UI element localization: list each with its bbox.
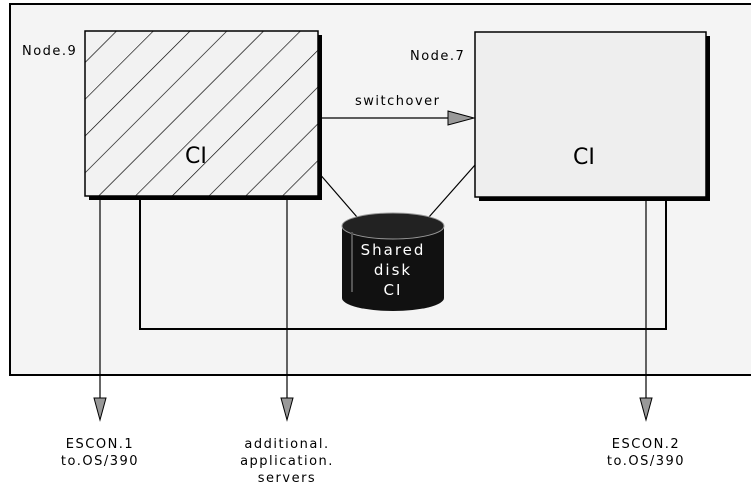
- escon-1-line-2: to.OS/390: [60, 454, 140, 469]
- app-servers-line-2: application.: [240, 454, 334, 469]
- shared-disk-top: [341, 212, 445, 240]
- node-7-disk-link: [428, 164, 476, 218]
- node-9-component: CI: [185, 144, 207, 169]
- app-servers-arrowhead: [280, 397, 294, 422]
- shared-disk-label: Shared disk CI: [343, 240, 443, 300]
- node-7-component: CI: [573, 145, 595, 170]
- node-7-label: Node.7: [410, 49, 466, 64]
- switchover-arrowhead: [447, 110, 476, 126]
- shared-disk-line-3: CI: [383, 281, 403, 299]
- node-9-label: Node.9: [22, 44, 78, 59]
- app-servers-label: additional. application. servers: [222, 436, 352, 487]
- escon-2-label: ESCON.2 to.OS/390: [586, 436, 706, 470]
- escon-2-line-1: ESCON.2: [611, 437, 681, 452]
- node-9-hatch: [85, 31, 318, 196]
- app-servers-line-3: servers: [257, 471, 317, 486]
- shared-disk-line-2: disk: [373, 261, 413, 279]
- escon-1-arrowhead: [93, 397, 107, 422]
- node-7-box: [474, 31, 707, 198]
- escon-2-line-2: to.OS/390: [606, 454, 686, 469]
- escon-2-arrowhead: [639, 397, 653, 422]
- switchover-label: switchover: [355, 94, 441, 109]
- shared-disk-line-1: Shared: [360, 241, 426, 259]
- app-servers-line-1: additional.: [244, 437, 330, 452]
- node-9-disk-link: [317, 171, 358, 218]
- escon-1-label: ESCON.1 to.OS/390: [40, 436, 160, 470]
- escon-1-line-1: ESCON.1: [65, 437, 135, 452]
- node-interconnect: [139, 200, 667, 330]
- shared-disk-body: [342, 226, 444, 311]
